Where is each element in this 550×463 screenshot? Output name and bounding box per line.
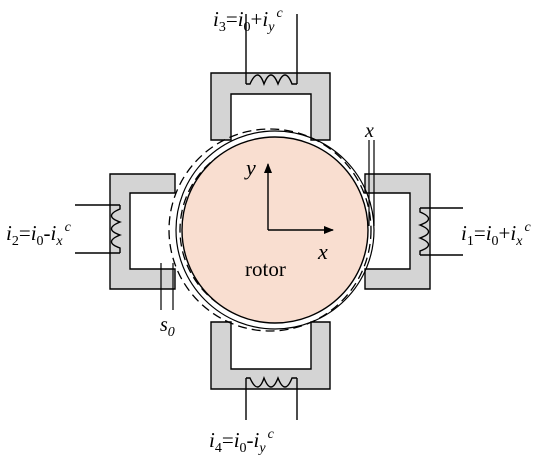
right-coil <box>418 207 463 256</box>
top-electromagnet-core <box>210 72 331 141</box>
gap-label: s0 <box>160 314 175 340</box>
label-i4: i4=i0-iyc <box>209 427 275 456</box>
left-electromagnet-core <box>109 173 176 290</box>
outer-bearing-circle <box>168 128 372 332</box>
y-axis-label: y <box>244 155 256 180</box>
top-coil <box>245 14 298 87</box>
label-i3: i3=i0+iyc <box>213 6 283 35</box>
bottom-coil <box>245 375 298 420</box>
label-i2: i2=i0-ixc <box>6 220 72 249</box>
x-axis-label: x <box>317 239 328 264</box>
rotor-outline <box>175 130 375 330</box>
displacement-x-label: x <box>364 120 374 142</box>
rotor-label: rotor <box>245 257 286 281</box>
left-coil <box>75 204 122 254</box>
right-electromagnet-core <box>364 173 431 290</box>
label-i1: i1=i0+ixc <box>461 220 531 249</box>
bottom-electromagnet-core <box>210 321 331 390</box>
